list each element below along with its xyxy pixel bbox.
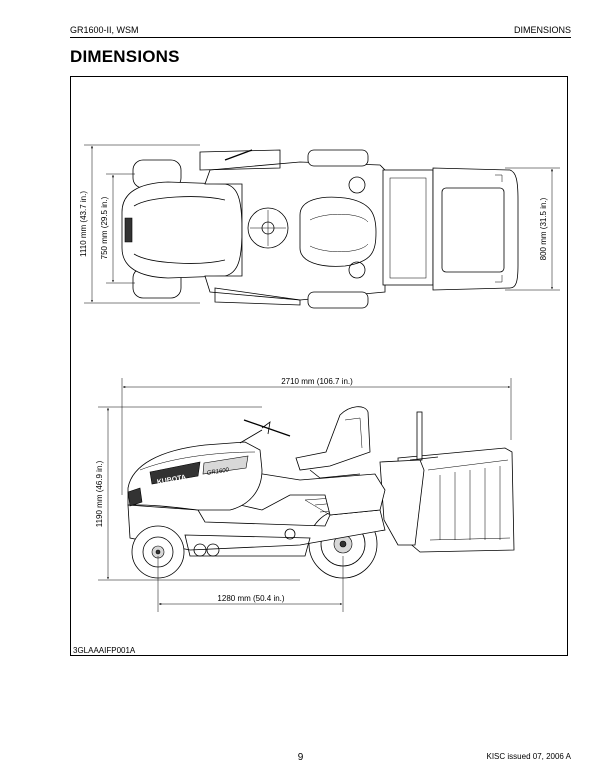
header-rule	[70, 37, 571, 38]
section-name: DIMENSIONS	[513, 25, 571, 35]
issue-note: KISC issued 07, 2006 A	[486, 752, 572, 761]
model-decal-text: GR1600	[206, 467, 230, 477]
side-view: 2710 mm (106.7 in.) 1190 mm (46.9 in.)	[95, 377, 515, 612]
steering-wheel-side	[243, 419, 291, 437]
figure-frame	[70, 76, 568, 656]
page-title: DIMENSIONS	[70, 47, 180, 66]
grass-catcher-top	[432, 167, 519, 291]
document-title: GR1600-II, WSM	[70, 25, 139, 35]
figure-code: 3GLAAAIFP001A	[73, 646, 136, 655]
tread-width-label: 750 mm (29.5 in.)	[100, 196, 109, 259]
rear-frame-top	[382, 169, 434, 286]
overall-width-label: 1110 mm (43.7 in.)	[79, 191, 88, 257]
top-view: 1110 mm (43.7 in.) 750 mm (29.5 in.) 800…	[79, 144, 560, 309]
body-side	[239, 454, 386, 516]
kubota-decal	[149, 461, 201, 485]
overall-length-label: 2710 mm (106.7 in.)	[281, 377, 353, 386]
grass-catcher-width-label: 800 mm (31.5 in.)	[539, 197, 548, 260]
seat-side	[295, 406, 371, 471]
seat-top	[299, 196, 377, 267]
page-number: 9	[297, 752, 304, 763]
overall-height-label: 1190 mm (46.9 in.)	[95, 460, 104, 527]
wheelbase-label: 1280 mm (50.4 in.)	[217, 594, 284, 603]
steering-wheel	[247, 207, 289, 249]
